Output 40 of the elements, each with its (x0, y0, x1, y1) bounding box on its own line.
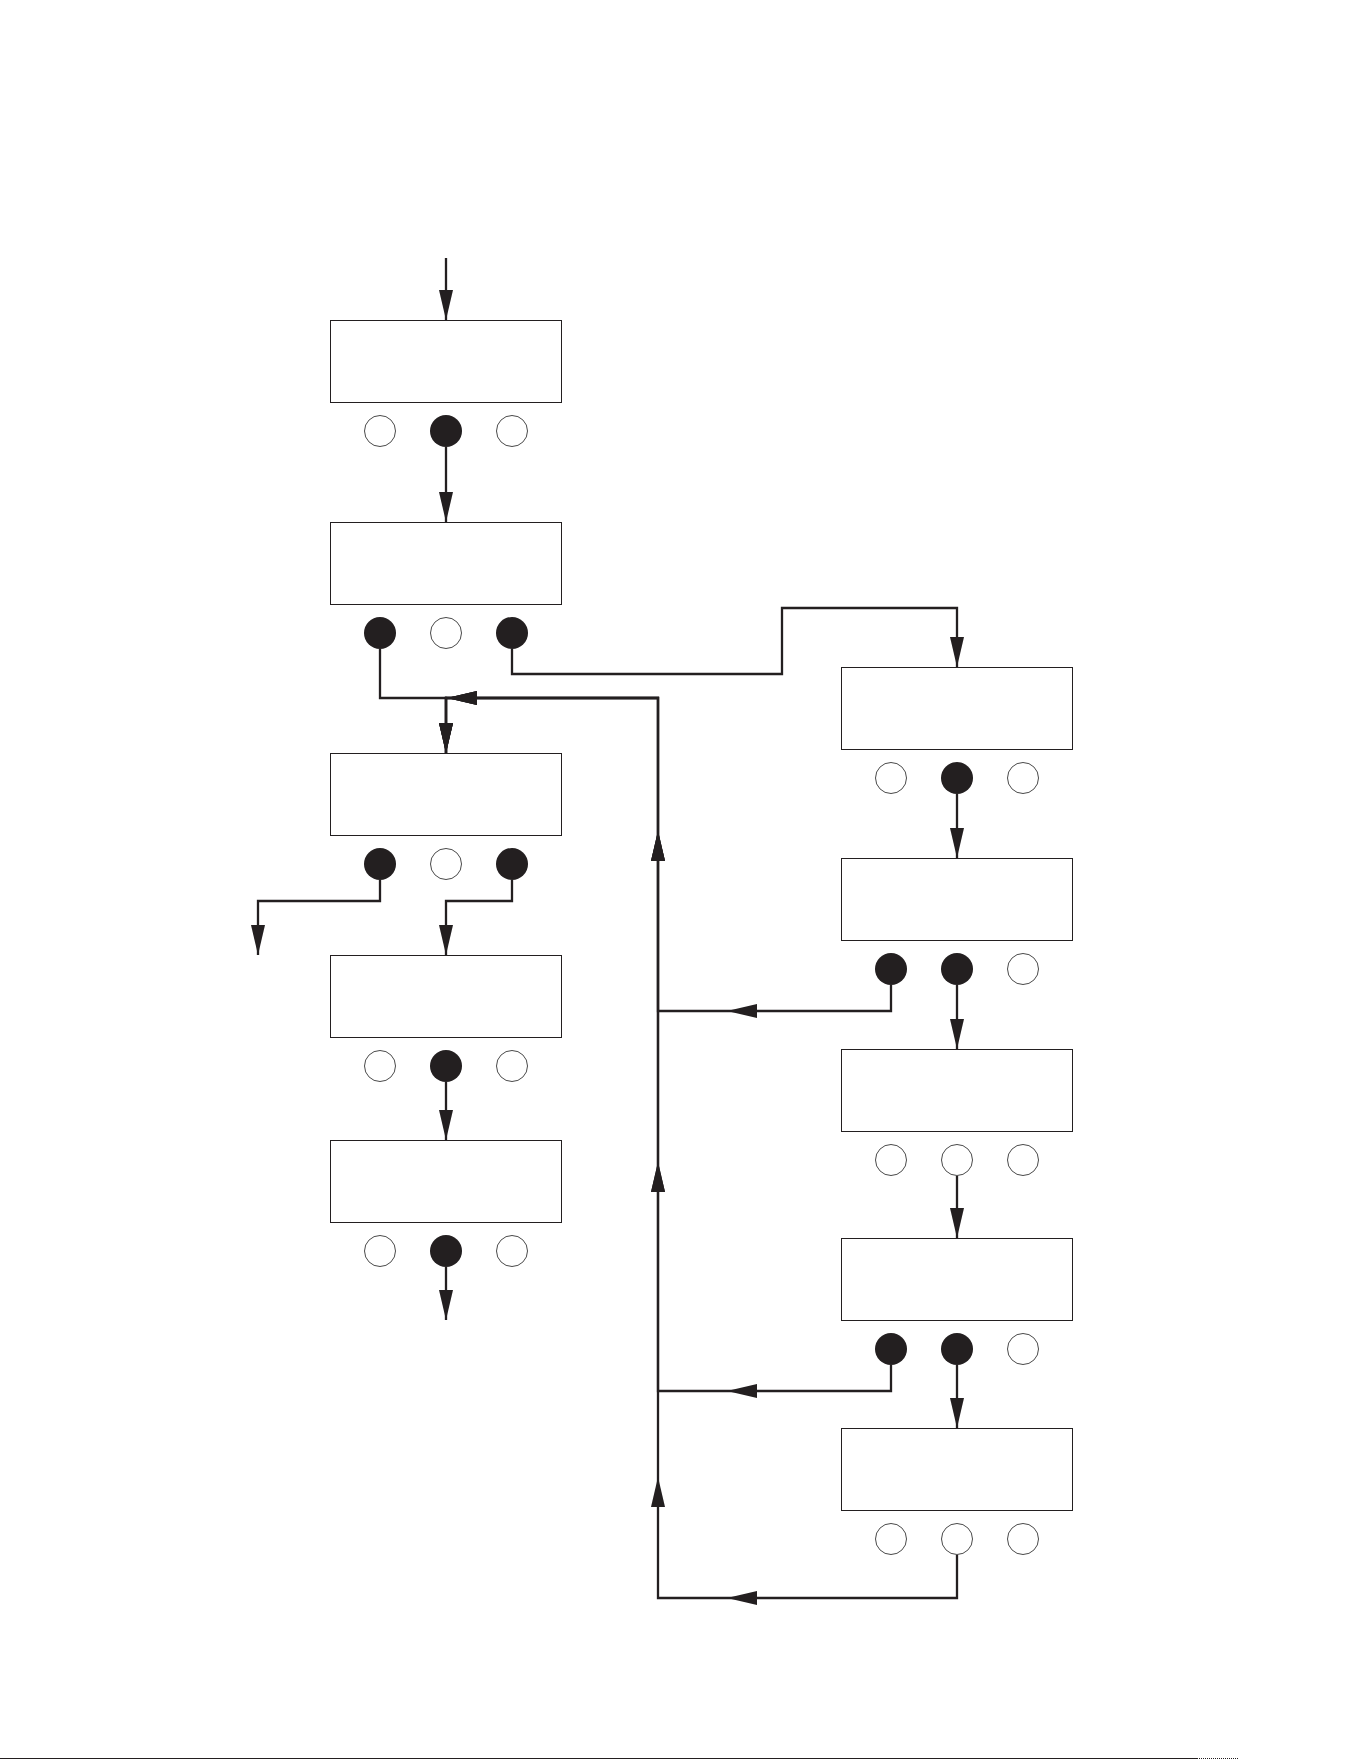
filled-circle-icon (941, 1333, 973, 1365)
screen-box (330, 1140, 562, 1223)
screen-box (841, 1238, 1073, 1321)
open-circle-icon (496, 1235, 528, 1267)
open-circle-icon (364, 415, 396, 447)
open-circle-icon (1007, 1144, 1039, 1176)
open-circle-icon (496, 1050, 528, 1082)
open-circle-icon (941, 1523, 973, 1555)
screen-box (330, 522, 562, 605)
open-circle-icon (1007, 1523, 1039, 1555)
filled-circle-icon (941, 953, 973, 985)
filled-circle-icon (941, 762, 973, 794)
filled-circle-icon (875, 953, 907, 985)
filled-circle-icon (364, 617, 396, 649)
screen-box (330, 753, 562, 836)
filled-circle-icon (430, 1050, 462, 1082)
screen-box (841, 1049, 1073, 1132)
open-circle-icon (875, 1523, 907, 1555)
screen-box (841, 1428, 1073, 1511)
open-circle-icon (364, 1235, 396, 1267)
screen-box (330, 320, 562, 403)
open-circle-icon (1007, 762, 1039, 794)
open-circle-icon (941, 1144, 973, 1176)
open-circle-icon (875, 762, 907, 794)
filled-circle-icon (430, 1235, 462, 1267)
filled-circle-icon (364, 848, 396, 880)
open-circle-icon (496, 415, 528, 447)
filled-circle-icon (430, 415, 462, 447)
open-circle-icon (430, 617, 462, 649)
open-circle-icon (364, 1050, 396, 1082)
filled-circle-icon (875, 1333, 907, 1365)
open-circle-icon (875, 1144, 907, 1176)
screen-box (330, 955, 562, 1038)
open-circle-icon (1007, 953, 1039, 985)
open-circle-icon (1007, 1333, 1039, 1365)
screen-box (841, 667, 1073, 750)
open-circle-icon (430, 848, 462, 880)
filled-circle-icon (496, 617, 528, 649)
filled-circle-icon (496, 848, 528, 880)
screen-box (841, 858, 1073, 941)
